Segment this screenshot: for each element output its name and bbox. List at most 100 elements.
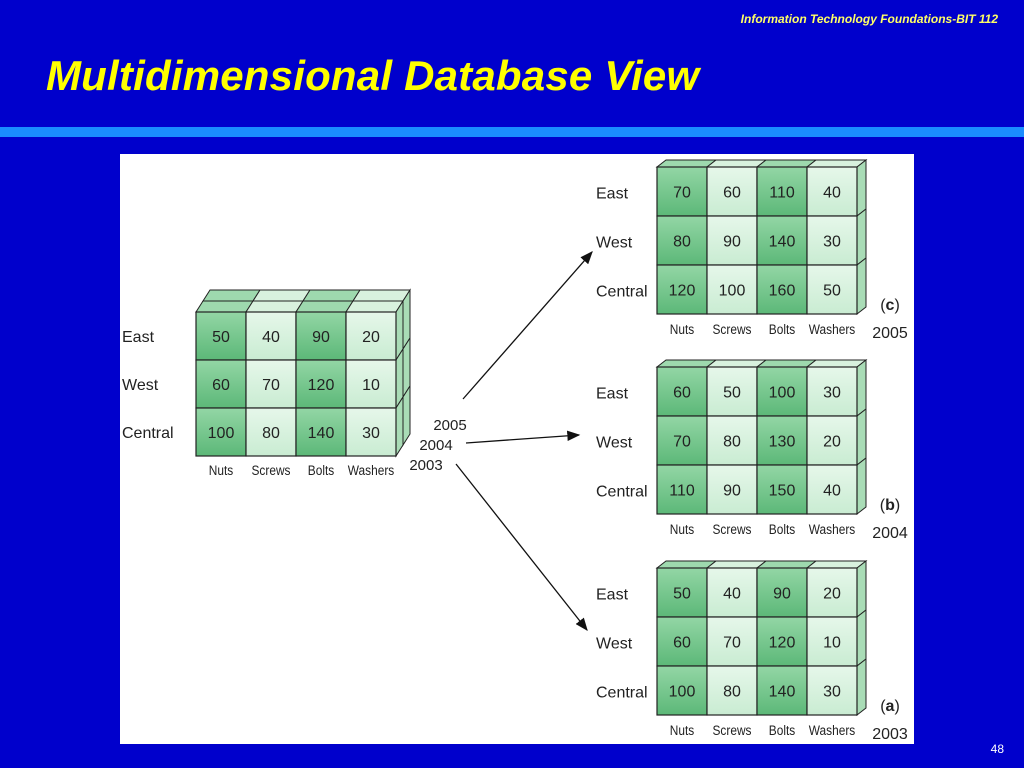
slice-b-cell-value: 90 — [723, 483, 741, 500]
slice-b-year-label: 2004 — [872, 525, 908, 542]
slice-c-region-label-west: West — [596, 235, 633, 252]
cube-cell — [245, 311, 297, 361]
slice-c-cell — [806, 215, 858, 266]
cube-cell — [245, 407, 297, 457]
slice-b-cell-value: 70 — [673, 434, 691, 451]
cube-cell-value: 10 — [362, 377, 380, 394]
slice-c-top-face — [755, 159, 818, 168]
slice-c-cell-value: 60 — [723, 185, 741, 202]
slice-c-cell-value: 30 — [823, 234, 841, 251]
cube-product-label-screws: Screws — [252, 462, 291, 478]
cube-top-face — [195, 300, 254, 313]
slice-a-cell-value: 60 — [673, 635, 691, 652]
cube-cell-value: 120 — [308, 377, 335, 394]
slice-a-cell-value: 40 — [723, 586, 741, 603]
slide-number: 48 — [990, 742, 1004, 756]
slice-b-cell-value: 60 — [673, 385, 691, 402]
title-rule — [0, 127, 1024, 137]
slice-b-side-face — [856, 456, 867, 516]
arrow-to-slice-a — [455, 463, 588, 632]
slice-a-cell — [706, 567, 758, 618]
cube-cell-value: 80 — [262, 425, 280, 442]
slice-a-letter-label: (a) — [880, 698, 900, 715]
slice-a-cell — [806, 567, 858, 618]
slice-c-cell-value: 100 — [719, 283, 746, 300]
cube-top-face — [295, 300, 354, 313]
slice-b-top-face — [655, 359, 718, 368]
slice-b-cell-value: 110 — [669, 483, 695, 500]
slice-a-cell-value: 70 — [723, 635, 741, 652]
slice-b-cell — [756, 415, 808, 466]
slice-b-cell — [656, 415, 708, 466]
slice-c-product-label-bolts: Bolts — [769, 321, 796, 337]
cube-top-face — [345, 300, 404, 313]
course-header: Information Technology Foundations-BIT 1… — [740, 12, 998, 26]
slice-c-cell-value: 70 — [673, 185, 691, 202]
slice-b-cell-value: 100 — [769, 385, 796, 402]
slice-c-cell — [756, 215, 808, 266]
slice-b-cell — [656, 464, 708, 515]
cube-cell — [195, 359, 247, 409]
slice-c-side-face — [856, 158, 867, 218]
cube-cell-value: 60 — [212, 377, 230, 394]
cube-year-label-2003: 2003 — [409, 457, 442, 474]
slice-b-product-label-bolts: Bolts — [769, 521, 796, 537]
slice-b-top-face — [755, 359, 818, 368]
slice-a-region-label-central: Central — [596, 685, 648, 702]
cube-side-face — [402, 384, 411, 447]
cube-cell-value: 70 — [262, 377, 280, 394]
slice-b-top-face — [805, 359, 868, 368]
slice-c-cell — [756, 166, 808, 217]
slice-b-region-label-east: East — [596, 386, 629, 403]
slice-c-cell — [656, 166, 708, 217]
slice-c-product-label-nuts: Nuts — [670, 321, 695, 337]
slice-c-top-face — [705, 159, 768, 168]
slice-c-product-label-washers: Washers — [809, 321, 856, 337]
slice-c-product-label-screws: Screws — [713, 321, 752, 337]
slice-a-cell — [706, 616, 758, 667]
slice-a-product-label-nuts: Nuts — [670, 722, 695, 738]
slice-b-product-label-nuts: Nuts — [670, 521, 695, 537]
slice-a-top-face — [655, 560, 718, 569]
slice-a-cell-value: 90 — [773, 586, 791, 603]
cube-region-label-west: West — [122, 377, 159, 394]
slice-c-side-face — [856, 256, 867, 316]
arrow-to-slice-c — [462, 251, 593, 400]
cube-top-face — [302, 289, 361, 302]
slice-c-cell-value: 50 — [823, 283, 841, 300]
slice-a-cell-value: 10 — [823, 635, 841, 652]
cube-cell-value: 30 — [362, 425, 380, 442]
slice-a-year-label: 2003 — [872, 726, 908, 743]
slice-b-cell — [656, 366, 708, 417]
slice-a-cell-value: 20 — [823, 586, 841, 603]
slice-c-top-face — [655, 159, 718, 168]
cube-cell — [345, 311, 397, 361]
slice-c-letter-label: (c) — [880, 297, 900, 314]
cube-cell-value: 90 — [312, 329, 330, 346]
cube-top-face — [202, 289, 261, 302]
slice-a-cell-value: 80 — [723, 684, 741, 701]
slice-c-region-label-east: East — [596, 186, 629, 203]
slice-b-cell-value: 80 — [723, 434, 741, 451]
slice-c-top-face — [805, 159, 868, 168]
slice-a-region-label-east: East — [596, 587, 629, 604]
slice-b-product-label-washers: Washers — [809, 521, 856, 537]
slice-a-region-label-west: West — [596, 636, 633, 653]
slice-c-cell-value: 90 — [723, 234, 741, 251]
slice-b-cell — [806, 366, 858, 417]
slice-a-cell — [756, 567, 808, 618]
cube-cell — [195, 407, 247, 457]
cube-side-face — [395, 395, 404, 458]
slice-b-cell-value: 130 — [769, 434, 796, 451]
slice-c-cell — [706, 215, 758, 266]
slice-b-region-label-central: Central — [596, 484, 648, 501]
cube-product-label-nuts: Nuts — [209, 462, 234, 478]
slice-b-cell-value: 150 — [769, 483, 796, 500]
slice-a-side-face — [856, 559, 867, 619]
cube-cell — [345, 407, 397, 457]
slice-a-top-face — [755, 560, 818, 569]
slice-a-product-label-screws: Screws — [713, 722, 752, 738]
slice-c-year-label: 2005 — [872, 325, 908, 342]
slice-a-top-face — [805, 560, 868, 569]
